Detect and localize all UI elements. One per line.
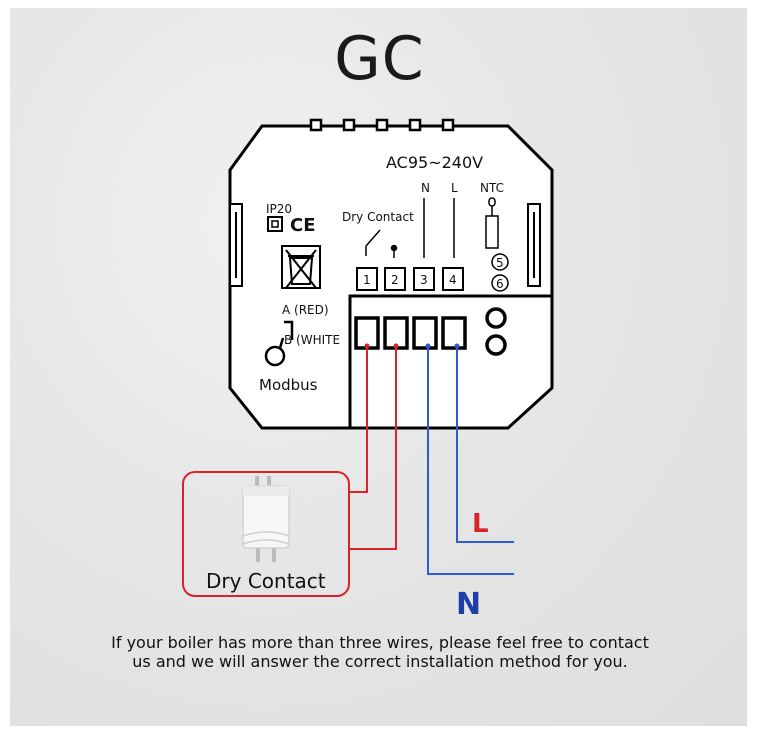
ntc-label: NTC bbox=[480, 181, 504, 195]
page-title: GC bbox=[334, 24, 425, 94]
terminal-block-outline bbox=[348, 294, 552, 428]
terminal-n-label: N bbox=[421, 181, 430, 195]
numbered-terminals bbox=[356, 267, 464, 291]
caption-line-2: us and we will answer the correct instal… bbox=[132, 652, 628, 671]
modbus-connector-icon bbox=[264, 320, 294, 367]
ntc-terminal-5: 5 bbox=[491, 253, 509, 271]
terminal-1: 1 bbox=[363, 273, 371, 287]
terminal-3: 3 bbox=[420, 273, 428, 287]
voltage-label: AC95~240V bbox=[386, 153, 483, 172]
live-label: L bbox=[472, 509, 489, 539]
svg-text:6: 6 bbox=[496, 277, 504, 291]
terminal-l-label: L bbox=[451, 181, 458, 195]
relay-device-image bbox=[242, 476, 290, 562]
side-clips bbox=[229, 203, 541, 287]
terminal-4: 4 bbox=[449, 273, 457, 287]
dry-contact-switch-symbol bbox=[365, 229, 398, 258]
ip-rating-label: IP20 bbox=[266, 202, 292, 216]
ce-mark-icon: CE bbox=[290, 215, 316, 236]
modbus-b-label: B (WHITE bbox=[284, 333, 340, 347]
live-neutral-wires bbox=[427, 346, 514, 575]
ntc-probe-icon bbox=[485, 197, 499, 249]
weee-bin-icon bbox=[281, 245, 321, 289]
caption: If your boiler has more than three wires… bbox=[60, 633, 700, 671]
modbus-a-label: A (RED) bbox=[282, 303, 329, 317]
top-clips bbox=[309, 118, 455, 132]
modbus-label: Modbus bbox=[259, 376, 318, 394]
caption-line-1: If your boiler has more than three wires… bbox=[111, 633, 649, 652]
svg-text:5: 5 bbox=[496, 256, 504, 270]
dry-contact-box-label: Dry Contact bbox=[206, 569, 326, 593]
terminal-2: 2 bbox=[391, 273, 399, 287]
screw-terminals bbox=[354, 316, 467, 350]
dry-contact-wires bbox=[349, 346, 397, 550]
ntc-screw-terminals bbox=[485, 307, 507, 356]
dry-contact-box bbox=[182, 471, 350, 597]
dry-contact-device-label: Dry Contact bbox=[342, 210, 414, 224]
double-insulation-icon bbox=[267, 216, 283, 232]
neutral-label: N bbox=[456, 587, 481, 622]
ntc-terminal-6: 6 bbox=[491, 274, 509, 292]
